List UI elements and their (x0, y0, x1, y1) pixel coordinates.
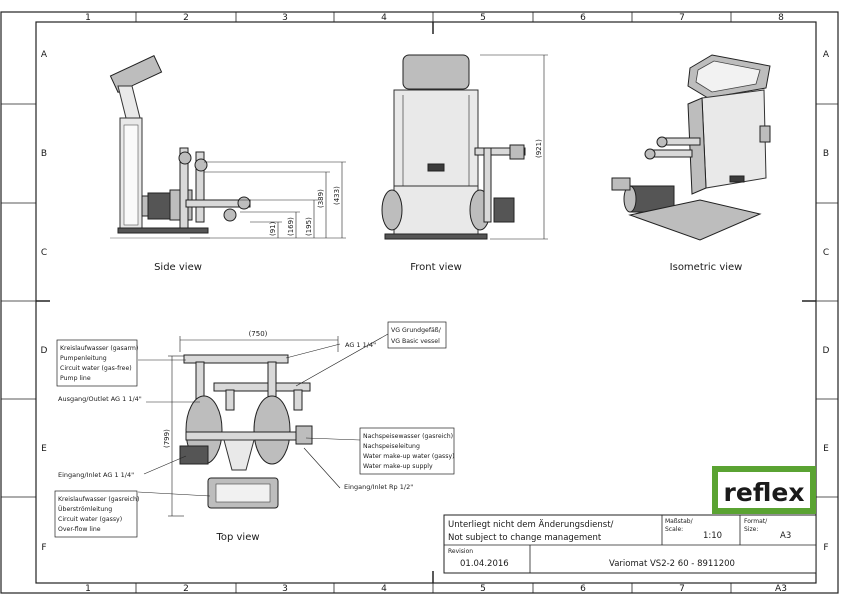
svg-text:Überströmleitung: Überströmleitung (58, 504, 112, 513)
label-inlet: Eingang/Inlet AG 1 1/4" (58, 471, 134, 479)
row-label: E (41, 444, 47, 454)
dimension-label: (750) (249, 330, 268, 338)
change-note: Not subject to change management (448, 533, 602, 543)
col-label: 8 (778, 13, 784, 23)
format-value: A3 (780, 531, 791, 541)
row-label: A (823, 50, 830, 60)
svg-text:Nachspeiseleitung: Nachspeiseleitung (363, 443, 420, 450)
label-ag: AG 1 1/4" (345, 341, 376, 349)
row-label: D (823, 346, 830, 356)
isometric-view-caption: Isometric view (670, 262, 743, 273)
row-label: C (41, 248, 47, 258)
svg-text:Water make-up water (gassy): Water make-up water (gassy) (363, 453, 455, 460)
label-vg-basic-vessel: VG Grundgefäß/ VG Basic vessel (387, 321, 447, 349)
col-label: 5 (480, 13, 486, 23)
svg-text:VG Basic vessel: VG Basic vessel (391, 338, 440, 345)
dimension-label: (433) (333, 186, 341, 205)
label-outlet: Ausgang/Outlet AG 1 1/4" (58, 395, 142, 403)
svg-text:Format/: Format/ (744, 518, 768, 525)
front-view-caption: Front view (410, 262, 462, 273)
svg-text:Nachspeisewasser (gasreich): Nachspeisewasser (gasreich) (363, 433, 453, 440)
dimension-label: (195) (305, 217, 313, 236)
change-note: Unterliegt nicht dem Änderungsdienst/ (448, 519, 614, 530)
col-label: 6 (580, 13, 586, 23)
row-label: E (823, 444, 829, 454)
label-circuit-gas-free: Kreislaufwasser (gasarm) Pumpenleitung C… (56, 339, 138, 387)
svg-text:Kreislaufwasser (gasreich): Kreislaufwasser (gasreich) (58, 496, 139, 503)
scale-value: 1:10 (703, 531, 722, 541)
svg-text:Kreislaufwasser (gasarm): Kreislaufwasser (gasarm) (60, 345, 138, 352)
col-label: 7 (679, 584, 685, 594)
row-label: D (41, 346, 48, 356)
row-label: B (41, 149, 47, 159)
row-label: B (823, 149, 829, 159)
title-block: Unterliegt nicht dem Änderungsdienst/ No… (443, 514, 817, 574)
side-view-caption: Side view (154, 262, 202, 273)
row-label: A (41, 50, 48, 60)
corner-size-label: A3 (775, 584, 787, 594)
row-label: F (823, 543, 828, 553)
dimension-label: (91) (269, 221, 277, 236)
top-view-drawing: (750) (799) (137, 330, 389, 517)
svg-text:Pump line: Pump line (60, 375, 91, 382)
dimension-label: (799) (163, 429, 171, 448)
sheet-frame: 1 2 3 4 5 6 7 8 1 2 3 4 5 6 7 A3 A B C D… (0, 11, 839, 594)
svg-text:reflex: reflex (724, 478, 805, 507)
svg-text:Water make-up supply: Water make-up supply (363, 463, 433, 470)
col-label: 4 (381, 584, 387, 594)
col-label: 2 (183, 13, 189, 23)
label-circuit-gassy: Kreislaufwasser (gasreich) Überströmleit… (54, 490, 139, 538)
svg-text:Size:: Size: (744, 526, 758, 533)
col-label: 5 (480, 584, 486, 594)
col-label: 7 (679, 13, 685, 23)
svg-text:Scale:: Scale: (665, 526, 683, 533)
col-label: 3 (282, 13, 288, 23)
col-label: 1 (85, 584, 91, 594)
side-view-drawing: (91) (169) (195) (389) (433) (109, 55, 346, 239)
col-label: 3 (282, 584, 288, 594)
col-label: 4 (381, 13, 387, 23)
revision-date: 01.04.2016 (460, 559, 509, 569)
svg-text:Maßstab/: Maßstab/ (665, 518, 694, 525)
col-label: 6 (580, 584, 586, 594)
svg-text:VG Grundgefäß/: VG Grundgefäß/ (391, 327, 442, 334)
svg-text:Revision: Revision (448, 548, 473, 555)
front-view-drawing: (921) (381, 54, 548, 240)
svg-text:Circuit water (gas-free): Circuit water (gas-free) (60, 365, 132, 372)
drawing-title: Variomat VS2-2 60 - 8911200 (609, 559, 735, 569)
row-label: F (41, 543, 46, 553)
dimension-label: (921) (535, 139, 543, 158)
svg-text:Over-flow line: Over-flow line (58, 526, 101, 533)
dimension-label: (389) (317, 189, 325, 208)
label-water-makeup: Nachspeisewasser (gasreich) Nachspeisele… (359, 427, 455, 475)
col-label: 1 (85, 13, 91, 23)
svg-text:Pumpenleitung: Pumpenleitung (60, 355, 107, 362)
top-view-caption: Top view (215, 532, 259, 543)
isometric-view-drawing (611, 54, 771, 241)
dimension-label: (169) (287, 217, 295, 236)
col-label: 2 (183, 584, 189, 594)
row-label: C (823, 248, 829, 258)
svg-text:Circuit water (gassy): Circuit water (gassy) (58, 516, 122, 523)
reflex-logo: reflex (712, 466, 816, 514)
label-inlet-rp: Eingang/Inlet Rp 1/2" (344, 483, 413, 491)
